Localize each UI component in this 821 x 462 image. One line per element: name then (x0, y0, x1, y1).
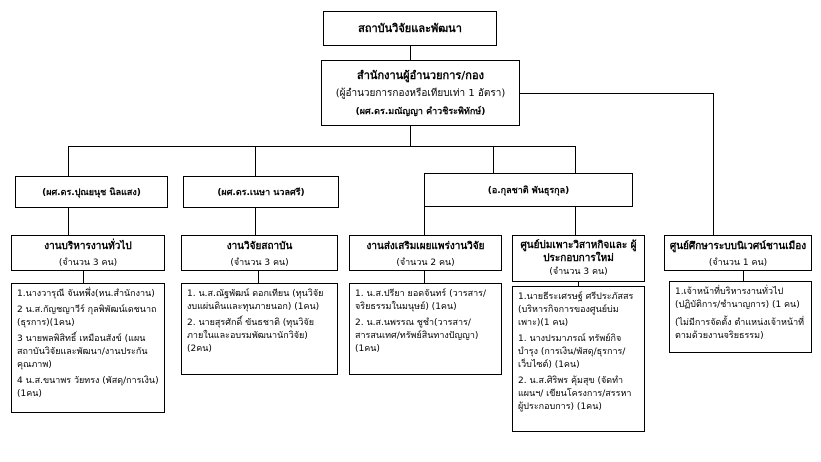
connector (68, 146, 575, 147)
unit-count: (จำนวน 3 คน) (58, 258, 118, 268)
connector (493, 146, 494, 173)
staff-entry: 1.นางวารุณี จันทพึ่ง(หน.สำนักงาน) (17, 289, 155, 299)
connector (713, 93, 714, 235)
staff-entry: 1.เจ้าหน้าที่บริหารงานทั่วไป (ปฏิบัติการ… (675, 287, 800, 310)
staff-entry: 2. น.ส.ศิริพร คุ้มสุข (จัดทำแผนฯ/ เขียนโ… (518, 376, 632, 412)
staff-entry: 1. น.ส.ณัฐพัฒน์ ดอกเทียน (ทุนวิจัย งบแผ่… (187, 289, 324, 312)
staff-box-research-promotion: 1. น.ส.ปรียา ยอดจันทร์ (วารสาร/ จริยธรรม… (349, 283, 502, 375)
director-office-subtitle: (ผู้อำนวยการกองหรือเทียบเท่า 1 อัตรา) (335, 88, 506, 99)
unit-header-incubator: ศูนย์บ่มเพาะวิสาหกิจและ ผู้ประกอบการใหม่… (512, 235, 645, 282)
connector (255, 208, 256, 235)
supervisor-box-b: (ผศ.ดร.เนษา นวลศรี) (183, 176, 339, 208)
unit-header-general-admin: งานบริหารงานทั่วไป (จำนวน 3 คน) (11, 235, 165, 271)
staff-entry: 2. นายสุรศักดิ์ ขันธชาติ (ทุนวิจัย ภายใน… (187, 318, 314, 354)
connector (575, 146, 576, 173)
supervisor-name-a: (ผศ.ดร.ปุณยนุช นิลแสง) (42, 188, 141, 198)
staff-box-incubator: 1.นายธีระเศรษฐ์ ศรีประภัสสร (บริหารกิจกา… (512, 286, 645, 432)
connector (83, 271, 84, 283)
unit-header-ecology-center: ศูนย์ศึกษาระบบนิเวศน์ชานเมือง (จำนวน 1 ค… (664, 235, 812, 271)
institute-box: สถาบันวิจัยและพัฒนา (323, 11, 497, 46)
supervisor-name-c: (อ.กุลชาติ พันธุรกุล) (487, 186, 570, 196)
unit-count: (จำนวน 1 คน) (708, 258, 768, 268)
director-office-head: (ผศ.ดร.มณัญญา คำวชิระพิทักษ์) (355, 107, 486, 117)
staff-entry: 1. นางปรมาภรณ์ ทรัพย์กิจบำรุง (การเงิน/พ… (518, 334, 626, 370)
connector (743, 271, 744, 281)
supervisor-box-a: (ผศ.ดร.ปุณยนุช นิลแสง) (15, 176, 168, 208)
unit-title: งานส่งเสริมเผยแพร่งานวิจัย (366, 241, 485, 252)
connector (424, 207, 425, 235)
connector (68, 146, 69, 176)
staff-box-institutional-research: 1. น.ส.ณัฐพัฒน์ ดอกเทียน (ทุนวิจัย งบแผ่… (181, 283, 338, 375)
unit-count: (จำนวน 2 คน) (396, 258, 455, 268)
connector (68, 208, 69, 235)
staff-entry: 1.นายธีระเศรษฐ์ ศรีประภัสสร (บริหารกิจกา… (518, 292, 634, 328)
connector (410, 46, 411, 60)
staff-entry: (ไม่มีการจัดตั้ง ตำแหน่งเจ้าหน้าที่ ตามด… (675, 318, 805, 341)
unit-title: ศูนย์ศึกษาระบบนิเวศน์ชานเมือง (669, 241, 807, 252)
staff-box-ecology-center: 1.เจ้าหน้าที่บริหารงานทั่วไป (ปฏิบัติการ… (669, 281, 812, 353)
unit-header-institutional-research: งานวิจัยสถาบัน (จำนวน 3 คน) (181, 235, 338, 271)
director-office-box: สำนักงานผู้อำนวยการ/กอง (ผู้อำนวยการกองห… (321, 60, 520, 126)
connector (410, 126, 411, 146)
connector (520, 93, 713, 94)
staff-entry: 1. น.ส.ปรียา ยอดจันทร์ (วารสาร/ จริยธรรม… (355, 289, 486, 312)
staff-entry: 4 น.ส.ขนาพร วัยทรง (พัสดุ/การเงิน) (1คน) (17, 376, 159, 399)
supervisor-box-c: (อ.กุลชาติ พันธุรกุล) (424, 173, 633, 207)
unit-title: งานวิจัยสถาบัน (226, 241, 293, 252)
unit-count: (จำนวน 3 คน) (549, 267, 608, 277)
unit-title: งานบริหารงานทั่วไป (44, 241, 132, 252)
connector (424, 271, 425, 283)
staff-entry: 2 น.ส.กัญชญาวีร์ กุลพิพัฒน์เดชนาถ (ธุรกา… (17, 305, 157, 328)
supervisor-name-b: (ผศ.ดร.เนษา นวลศรี) (217, 188, 305, 198)
staff-entry: 2. น.ส.นพรรณ ชูชำ(วารสาร/ สารสนเทศ/ทรัพย… (355, 318, 479, 354)
unit-header-research-promotion: งานส่งเสริมเผยแพร่งานวิจัย (จำนวน 2 คน) (349, 235, 502, 271)
unit-count: (จำนวน 3 คน) (230, 258, 289, 268)
unit-title: ศูนย์บ่มเพาะวิสาหกิจและ ผู้ประกอบการใหม่ (520, 240, 637, 264)
connector (258, 271, 259, 283)
staff-box-general-admin: 1.นางวารุณี จันทพึ่ง(หน.สำนักงาน) 2 น.ส.… (11, 283, 165, 413)
institute-title: สถาบันวิจัยและพัฒนา (358, 22, 462, 35)
connector (255, 146, 256, 176)
director-office-title: สำนักงานผู้อำนวยการ/กอง (357, 69, 484, 82)
connector (575, 207, 576, 235)
connector (578, 282, 579, 286)
staff-entry: 3 นายพลพิสิทธิ์ เหมือนสังข์ (แผน สถาบันว… (17, 334, 148, 370)
